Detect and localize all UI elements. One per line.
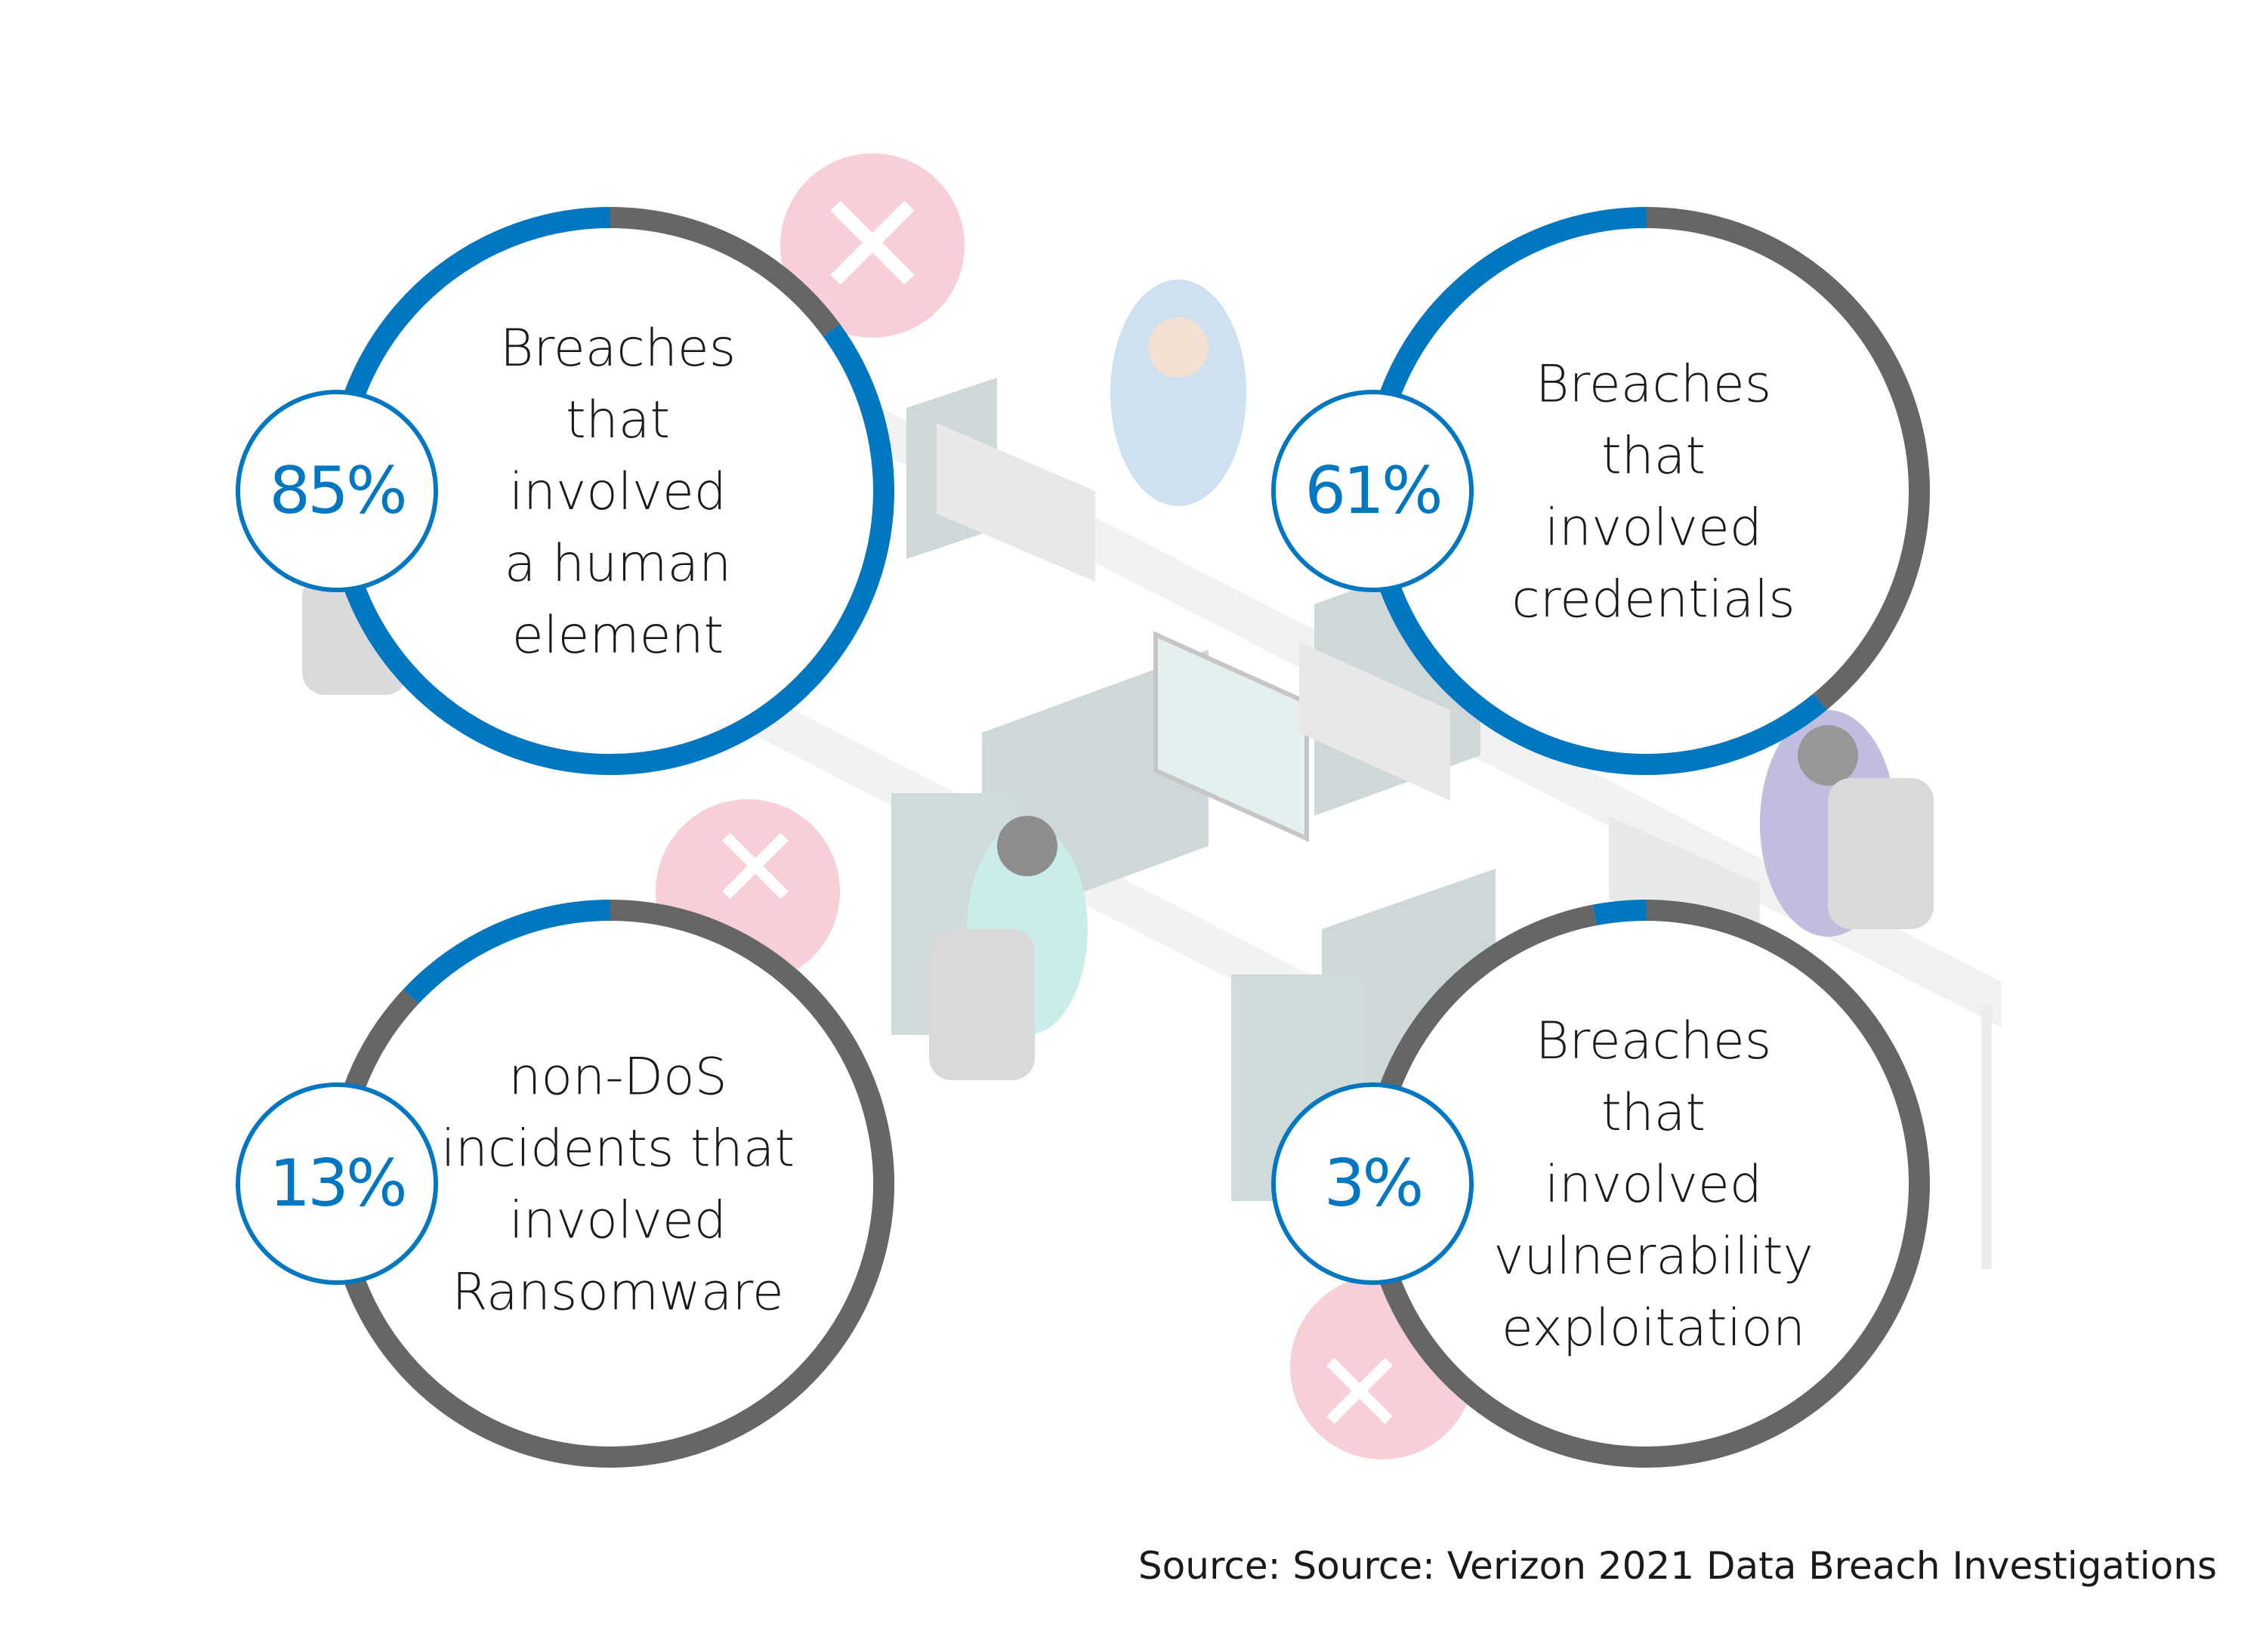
svg-text:✕: ✕: [1312, 1328, 1407, 1459]
donut-label-line: Breaches: [1536, 355, 1771, 415]
donut-label-line: Breaches: [1536, 1011, 1771, 1071]
donut-remainder-arc: [1362, 900, 1930, 1468]
percent-value: 85%: [269, 453, 404, 529]
percent-value: 3%: [1324, 1146, 1421, 1221]
donut-label-line: involved: [1545, 1155, 1762, 1215]
percent-badge: [1271, 390, 1474, 592]
donut-label-line: exploitation: [1502, 1298, 1805, 1358]
donut-label-line: involved: [509, 462, 727, 522]
donut-label-line: vulnerability: [1493, 1227, 1814, 1286]
svg-text:✕: ✕: [708, 803, 803, 934]
donut-remainder-arc: [1645, 207, 1930, 710]
x-badge-icon: ✕: [780, 153, 965, 338]
donut-label-line: Breaches: [500, 319, 736, 378]
donut-label-line: that: [566, 391, 670, 450]
percent-value: 13%: [269, 1146, 404, 1221]
donut-label-line: incidents that: [441, 1119, 795, 1179]
donut-label-line: Ransomware: [452, 1263, 783, 1323]
donut-label-line: credentials: [1511, 570, 1795, 630]
donut-label-line: element: [512, 606, 724, 665]
donut-value-arc: [1592, 900, 1647, 926]
donut-label-line: involved: [1545, 499, 1762, 558]
percent-value: 61%: [1304, 453, 1440, 529]
percent-badge: [236, 1082, 438, 1285]
donut-remainder-arc: [610, 207, 841, 337]
donut-chart: Breaches that involved a human element 85%: [236, 207, 894, 775]
donut-label-line: that: [1601, 1083, 1706, 1143]
donut-chart: Breaches that involved vulnerability exploit…: [1271, 900, 1930, 1468]
percent-badge: [236, 390, 438, 592]
svg-text:✕: ✕: [812, 162, 932, 329]
donut-label-line: non-DoS: [508, 1048, 727, 1107]
donut-label-line: a human: [505, 534, 732, 594]
percent-badge: [1271, 1082, 1474, 1285]
donut-value-arc: [326, 207, 894, 775]
donut-value-arc: [403, 900, 611, 1004]
donut-label-line: involved: [509, 1191, 727, 1251]
source-caption: Source: Source: Verizon 2021 Data Breach…: [1138, 1544, 2217, 1588]
donut-chart: Breaches that involved credentials 61%: [1271, 207, 1930, 775]
donut-label-line: that: [1601, 427, 1706, 486]
